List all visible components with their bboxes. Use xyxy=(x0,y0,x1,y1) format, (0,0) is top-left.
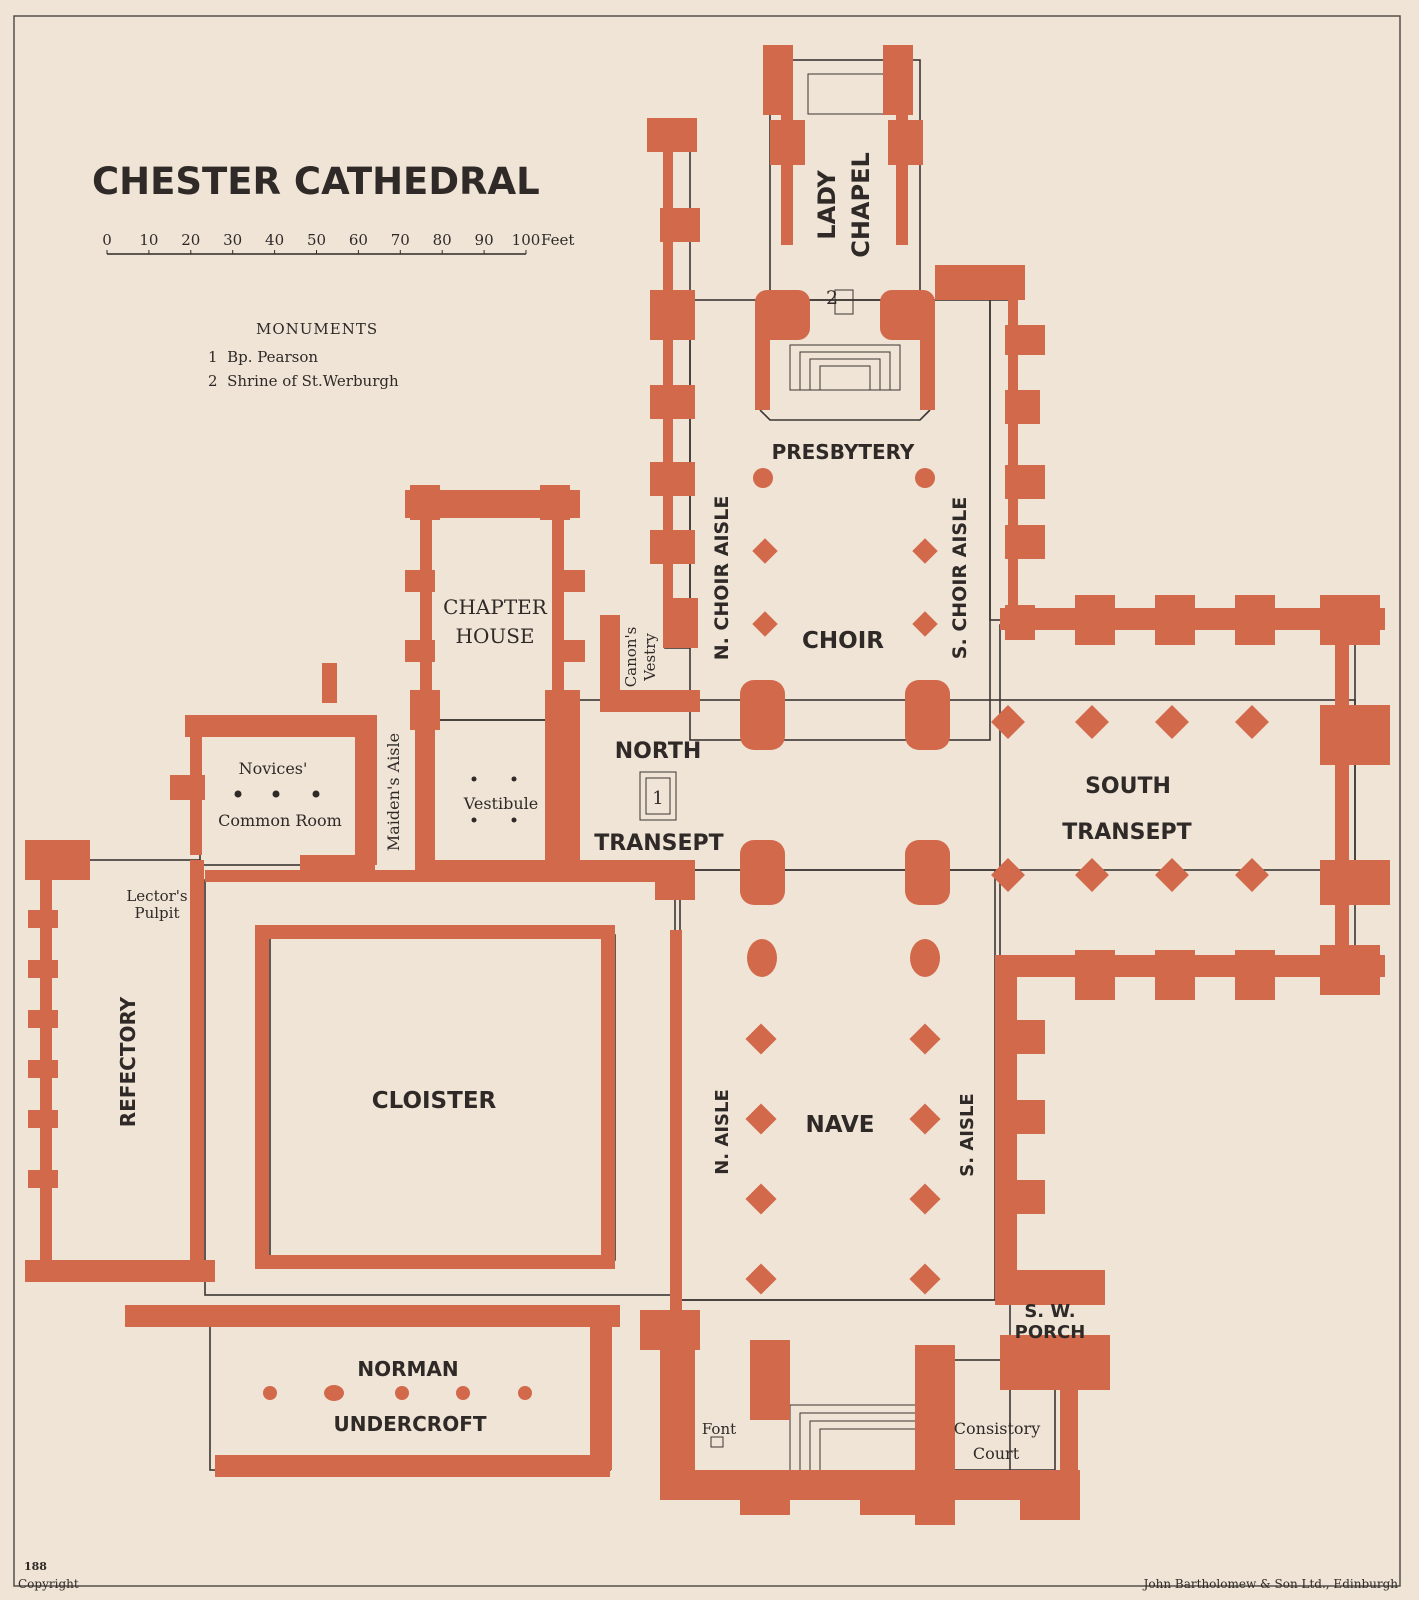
monument-item-1: 1 Bp. Pearson xyxy=(208,348,318,366)
scale-tick-label: 80 xyxy=(433,231,452,249)
lectors-pulpit-label-line1: Lector's xyxy=(126,887,187,905)
canons-vestry-label-line2: Vestry xyxy=(641,633,659,682)
norman-undercroft-label-line1: NORMAN xyxy=(357,1357,458,1381)
room-labels: LADY CHAPEL 2 PRESBYTERY N. CHOIR AISLE … xyxy=(116,152,1192,1463)
consistory-court-label-line1: Consistory xyxy=(954,1419,1040,1438)
scale-tick-label: 10 xyxy=(139,231,158,249)
novices-label-line1: Novices' xyxy=(239,759,308,778)
north-transept-label-line1: NORTH xyxy=(615,739,702,764)
scale-tick-label: 60 xyxy=(349,231,368,249)
chapter-house-label-line1: CHAPTER xyxy=(443,595,548,619)
scale-tick-label: 40 xyxy=(265,231,284,249)
south-transept-label-line2: TRANSEPT xyxy=(1062,820,1191,845)
scale-bar: 0 10 20 30 40 50 60 70 80 90 100 Feet xyxy=(102,231,574,255)
monument-marker-1: 1 xyxy=(652,788,663,809)
scale-tick-label: 50 xyxy=(307,231,326,249)
lectors-pulpit-label-line2: Pulpit xyxy=(135,904,180,922)
s-aisle-label: S. AISLE xyxy=(957,1093,978,1176)
map-footer: 188 Copyright John Bartholomew & Son Ltd… xyxy=(18,1560,1398,1591)
monument-2-shrine xyxy=(834,289,854,315)
chapter-house-label-line2: HOUSE xyxy=(456,624,535,648)
scale-tick-label: 100 xyxy=(512,231,541,249)
copyright-label: Copyright xyxy=(18,1577,79,1591)
refectory-label: REFECTORY xyxy=(116,996,140,1127)
monument-marker-2: 2 xyxy=(826,287,838,309)
font-label: Font xyxy=(702,1420,736,1438)
scale-tick-label: 0 xyxy=(102,231,112,249)
consistory-court-label-line2: Court xyxy=(973,1444,1020,1463)
publisher-label: John Bartholomew & Son Ltd., Edinburgh xyxy=(1142,1577,1399,1591)
lady-chapel-label-line2: CHAPEL xyxy=(847,152,875,258)
scale-tick-label: 20 xyxy=(181,231,200,249)
sw-porch-label-line1: S. W. xyxy=(1024,1301,1075,1322)
map-frame xyxy=(13,15,1401,1587)
novices-label-line2: Common Room xyxy=(218,811,342,830)
scale-unit-label: Feet xyxy=(541,231,574,249)
scale-tick-label: 30 xyxy=(223,231,242,249)
s-choir-aisle-label: S. CHOIR AISLE xyxy=(949,497,971,659)
sw-porch-label-line2: PORCH xyxy=(1015,1322,1086,1343)
choir-label: CHOIR xyxy=(802,628,884,654)
north-transept-label-line2: TRANSEPT xyxy=(594,831,723,856)
n-choir-aisle-label: N. CHOIR AISLE xyxy=(711,496,733,661)
walls xyxy=(25,45,1390,1525)
n-aisle-label: N. AISLE xyxy=(712,1089,733,1175)
norman-undercroft-label-line2: UNDERCROFT xyxy=(333,1412,486,1436)
maidens-aisle-label: Maiden's Aisle xyxy=(384,733,403,851)
piers xyxy=(234,468,1269,1401)
canons-vestry-label-line1: Canon's xyxy=(622,627,640,688)
map-title: CHESTER CATHEDRAL xyxy=(92,160,540,203)
vestibule-label: Vestibule xyxy=(463,794,538,813)
scale-tick-label: 90 xyxy=(475,231,494,249)
monuments-heading: MONUMENTS xyxy=(256,320,378,338)
monument-1-tomb xyxy=(639,771,677,821)
scale-tick-label: 70 xyxy=(391,231,410,249)
cloister-label: CLOISTER xyxy=(372,1088,497,1114)
presbytery-label: PRESBYTERY xyxy=(772,440,915,464)
south-transept-label-line1: SOUTH xyxy=(1085,774,1171,799)
monument-item-2: 2 Shrine of St.Werburgh xyxy=(208,372,399,390)
page-number: 188 xyxy=(24,1560,47,1573)
monuments-legend: MONUMENTS 1 Bp. Pearson 2 Shrine of St.W… xyxy=(208,320,399,390)
lady-chapel-label-line1: LADY xyxy=(813,170,841,240)
font-marker xyxy=(710,1436,724,1448)
nave-label: NAVE xyxy=(806,1112,875,1138)
